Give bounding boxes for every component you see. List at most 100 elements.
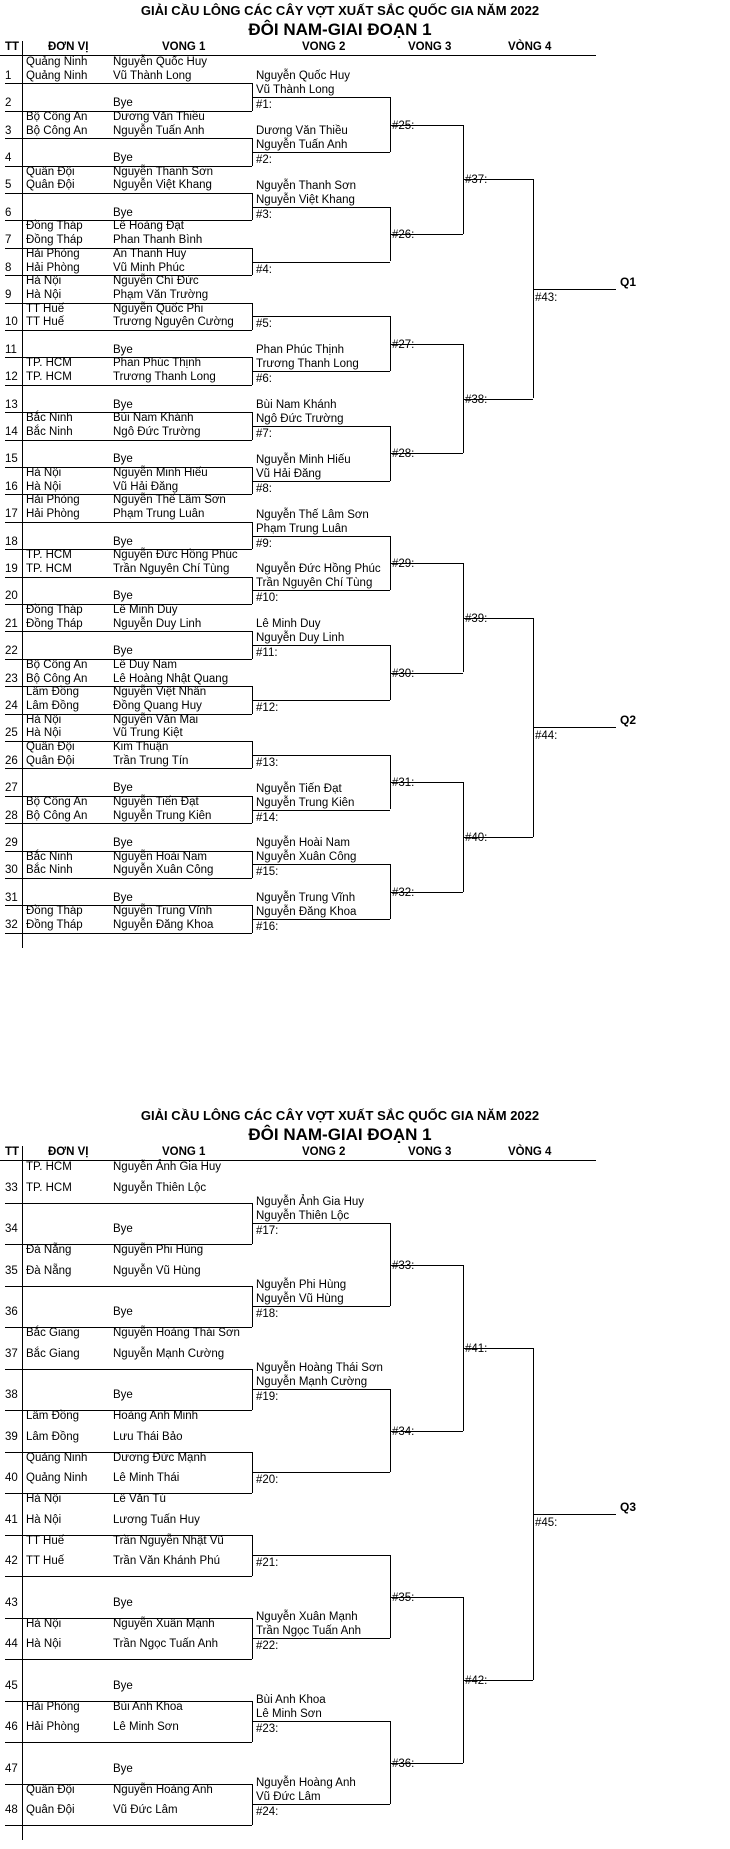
bracket-line xyxy=(252,919,390,921)
bracket-line xyxy=(111,1451,252,1453)
bracket-line xyxy=(5,357,111,359)
bracket-line xyxy=(252,699,390,701)
bracket-line xyxy=(0,55,596,56)
match-label: #19: xyxy=(256,1391,279,1404)
row-number: 35 xyxy=(5,1264,18,1277)
player-name: Nguyễn Duy Linh xyxy=(256,632,345,645)
row-number: 5 xyxy=(5,179,12,192)
player-name: Bye xyxy=(113,1762,133,1775)
unit-name: Hà Nội xyxy=(26,1617,62,1630)
match-label: #17: xyxy=(256,1225,279,1238)
unit-name: Bộ Công An xyxy=(26,658,88,671)
player-name: Nguyễn Chí Đức xyxy=(113,275,199,288)
player-name: An Thanh Huy xyxy=(113,247,187,260)
unit-name: Quân Đội xyxy=(26,1783,75,1796)
unit-name: Bộ Công An xyxy=(26,809,88,822)
bracket-line xyxy=(390,453,463,455)
player-name: Nguyễn Tiến Đạt xyxy=(113,795,199,808)
bracket-line xyxy=(111,1825,252,1826)
bracket-line xyxy=(5,850,111,852)
match-label: #10: xyxy=(256,592,279,605)
bracket-line xyxy=(463,836,533,838)
player-name: Nguyễn Duy Linh xyxy=(113,617,202,630)
bracket-line xyxy=(111,1576,252,1577)
player-name: Hoàng Anh Minh xyxy=(113,1410,199,1422)
bracket-line xyxy=(5,1327,111,1328)
player-name: Bye xyxy=(113,1389,133,1402)
row-number: 19 xyxy=(5,562,18,575)
player-name: Vũ Trung Kiệt xyxy=(113,727,183,740)
player-name: Nguyễn Thanh Sơn xyxy=(113,165,214,178)
bracket-line xyxy=(252,412,253,440)
bracket-line xyxy=(111,138,252,140)
player-name: Bye xyxy=(113,1596,133,1609)
bracket-line xyxy=(390,782,463,784)
match-label: #12: xyxy=(256,701,279,714)
bracket-line xyxy=(111,1659,252,1660)
unit-name: Bắc Ninh xyxy=(26,412,73,425)
bracket-line xyxy=(252,535,390,537)
player-name: Lê Hoàng Nhật Quang xyxy=(113,672,229,685)
player-name: Lê Minh Sơn xyxy=(113,1721,179,1734)
unit-name: Đà Nẵng xyxy=(26,1264,72,1277)
column-header: VONG 1 xyxy=(162,1146,206,1158)
bracket-line xyxy=(252,1638,390,1640)
bracket-line xyxy=(252,645,390,647)
unit-name: Bắc Ninh xyxy=(26,864,73,877)
player-name: Bye xyxy=(113,151,133,164)
match-label: #2: xyxy=(256,153,272,166)
bracket-line xyxy=(111,1368,252,1370)
match-label: #13: xyxy=(256,756,279,769)
bracket-line xyxy=(5,604,111,605)
bracket-line xyxy=(5,439,111,441)
player-name: Trần Trung Tín xyxy=(113,754,189,767)
player-name: Dương Đức Mạnh xyxy=(113,1451,207,1464)
bracket-line xyxy=(390,425,391,481)
unit-name: Quân Đội xyxy=(26,741,75,753)
bracket-line xyxy=(5,165,111,167)
match-label: #16: xyxy=(256,921,279,934)
match-label: #39: xyxy=(465,612,488,625)
bracket-line xyxy=(390,562,463,564)
player-name: Nguyễn Phi Hùng xyxy=(113,1244,204,1256)
match-label: #29: xyxy=(392,557,415,570)
player-name: Nguyễn Việt Nhân xyxy=(113,686,207,699)
bracket-line xyxy=(111,932,252,934)
player-name: Vũ Thành Long xyxy=(256,84,335,97)
bracket-line xyxy=(111,1742,252,1743)
bracket-line xyxy=(111,1410,252,1411)
bracket-line xyxy=(5,467,111,468)
match-label: #32: xyxy=(392,886,415,899)
bracket-line xyxy=(5,905,111,907)
bracket-line xyxy=(5,576,111,578)
player-name: Nguyễn Quốc Huy xyxy=(256,70,350,83)
bracket-line xyxy=(252,850,253,878)
row-number: 6 xyxy=(5,206,12,219)
match-label: #24: xyxy=(256,1806,279,1819)
bracket-line xyxy=(252,1306,390,1308)
bracket-line xyxy=(252,97,390,99)
match-label: #45: xyxy=(535,1516,558,1529)
player-name: Nguyễn Hoài Nam xyxy=(256,837,350,850)
player-name: Bye xyxy=(113,590,133,603)
unit-name: TP. HCM xyxy=(26,371,72,384)
unit-name: Đồng Tháp xyxy=(26,220,83,233)
unit-name: Bộ Công An xyxy=(26,672,88,685)
row-number: 24 xyxy=(5,699,18,712)
player-name: Nguyễn Đức Hồng Phúc xyxy=(113,549,238,562)
unit-name: Quảng Ninh xyxy=(26,1451,88,1464)
unit-name: Hà Nội xyxy=(26,1638,62,1651)
bracket-line xyxy=(5,1659,111,1660)
player-name: Nguyễn Trung Kiên xyxy=(113,809,212,822)
bracket-line xyxy=(5,330,111,331)
row-number: 12 xyxy=(5,371,18,384)
column-header: VONG 3 xyxy=(408,41,452,53)
player-name: Trương Thanh Long xyxy=(256,358,359,371)
bracket-line xyxy=(463,343,464,454)
player-name: Vũ Hải Đăng xyxy=(256,467,322,480)
unit-name: Hà Nội xyxy=(26,275,62,288)
player-name: Vũ Hải Đăng xyxy=(113,480,179,493)
player-name: Nguyễn Trung Kiên xyxy=(256,796,355,809)
bracket-line xyxy=(111,357,252,359)
bracket-line xyxy=(5,1825,111,1826)
